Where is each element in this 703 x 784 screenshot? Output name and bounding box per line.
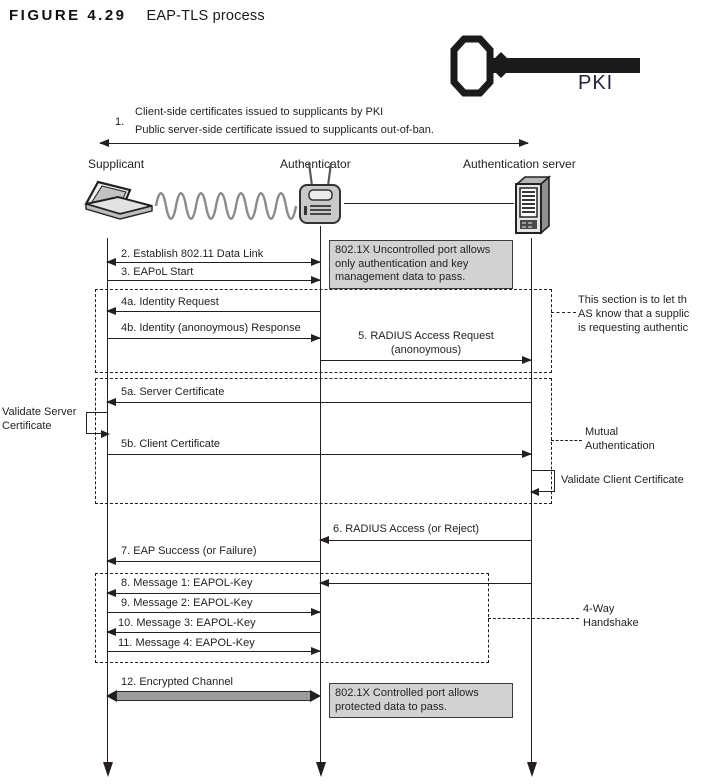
message-4a-label: 4a. Identity Request [121, 296, 219, 308]
message-11-label: 11. Message 4: EAPOL-Key [118, 637, 255, 649]
message-4a-arrow [106, 307, 320, 316]
message-6-label: 6. RADIUS Access (or Reject) [333, 523, 480, 535]
mutual-auth-connector [551, 440, 582, 441]
section-note-line2: AS know that a supplic [578, 308, 690, 320]
message-8-label: 8. Message 1: EAPOL-Key [121, 577, 253, 589]
message-7-arrow [106, 557, 320, 566]
section-note-line1: This section is to let th [578, 294, 687, 306]
actor-label-authenticator: Authenticator [280, 157, 351, 171]
handshake-line1: 4-Way [583, 603, 615, 615]
message-10-label: 10. Message 3: EAPOL-Key [118, 617, 256, 629]
lifeline-auth-server [526, 238, 537, 777]
encrypted-channel-bar [106, 690, 321, 702]
step1-number: 1. [115, 116, 125, 128]
message-9-label: 9. Message 2: EAPOL-Key [121, 597, 253, 609]
lifeline-authenticator [315, 226, 326, 777]
message-3-label: 3. EAPoL Start [121, 266, 194, 278]
actor-label-auth-server: Authentication server [463, 157, 576, 171]
message-11-arrow [107, 647, 321, 656]
figure-number: FIGURE 4.29 [9, 7, 127, 24]
message-5b-label: 5b. Client Certificate [121, 438, 221, 450]
mutual-auth-line1: Mutual [585, 426, 619, 438]
message-2-label: 2. Establish 802.11 Data Link [121, 248, 264, 260]
actor-label-supplicant: Supplicant [88, 157, 145, 171]
validate-server-loop [86, 412, 110, 438]
message-4b-arrow [107, 334, 321, 343]
message-5a-label: 5a. Server Certificate [121, 386, 225, 398]
message-8-arrow [106, 589, 320, 598]
message-5b-arrow [107, 450, 532, 459]
message-12-label: 12. Encrypted Channel [121, 676, 233, 688]
step1-line2: Public server-side certificate issued to… [135, 124, 434, 136]
group-identity-exchange [95, 289, 552, 373]
section-note-line3: is requesting authentic [578, 322, 689, 334]
step1-line1: Client-side certificates issued to suppl… [135, 106, 384, 118]
key-icon [450, 35, 640, 97]
message-2-arrow [106, 258, 321, 267]
handshake-label: 4-Way Handshake [583, 602, 639, 630]
server-tower-icon [514, 175, 552, 235]
message-10-arrow [106, 628, 320, 637]
handshake-line2: Handshake [583, 617, 639, 629]
step1-arrow [99, 139, 529, 148]
pki-label: PKI [578, 72, 614, 94]
validate-server-line1: Validate Server [2, 406, 77, 418]
validate-client-loop [530, 470, 555, 496]
message-3-arrow [107, 276, 321, 285]
group-mutual-authentication [95, 378, 552, 504]
section-note: This section is to let th AS know that a… [578, 293, 689, 335]
section-note-connector [551, 312, 576, 313]
wired-link [344, 203, 514, 204]
message-5-label-line1: 5. RADIUS Access Request [358, 330, 494, 342]
handshake-connector [488, 618, 579, 619]
wireless-wave-icon [155, 192, 297, 220]
message-7-label: 7. EAP Success (or Failure) [121, 545, 257, 557]
pmk-delivery-arrow [319, 579, 531, 588]
mutual-auth-line2: Authentication [585, 440, 655, 452]
message-5-label-line2: (anonoymous) [390, 344, 462, 356]
message-4b-label: 4b. Identity (anonoymous) Response [121, 322, 301, 334]
message-5-arrow [320, 356, 532, 365]
note-uncontrolled-port: 802.1X Uncontrolled port allows only aut… [329, 240, 513, 289]
access-point-icon [299, 162, 341, 224]
message-6-arrow [319, 536, 531, 545]
validate-client-label: Validate Client Certificate [561, 474, 684, 486]
lifeline-supplicant [102, 238, 113, 777]
encrypted-channel-body [116, 691, 311, 701]
laptop-icon [84, 180, 153, 220]
validate-server-label: Validate Server Certificate [2, 405, 76, 433]
message-5a-arrow [106, 398, 531, 407]
figure-header: FIGURE 4.29 EAP-TLS process [9, 7, 265, 25]
mutual-auth-label: Mutual Authentication [585, 425, 655, 453]
note-controlled-port: 802.1X Controlled port allows protected … [329, 683, 513, 718]
message-9-arrow [107, 608, 321, 617]
figure-title: EAP-TLS process [146, 8, 265, 24]
validate-server-line2: Certificate [2, 420, 52, 432]
